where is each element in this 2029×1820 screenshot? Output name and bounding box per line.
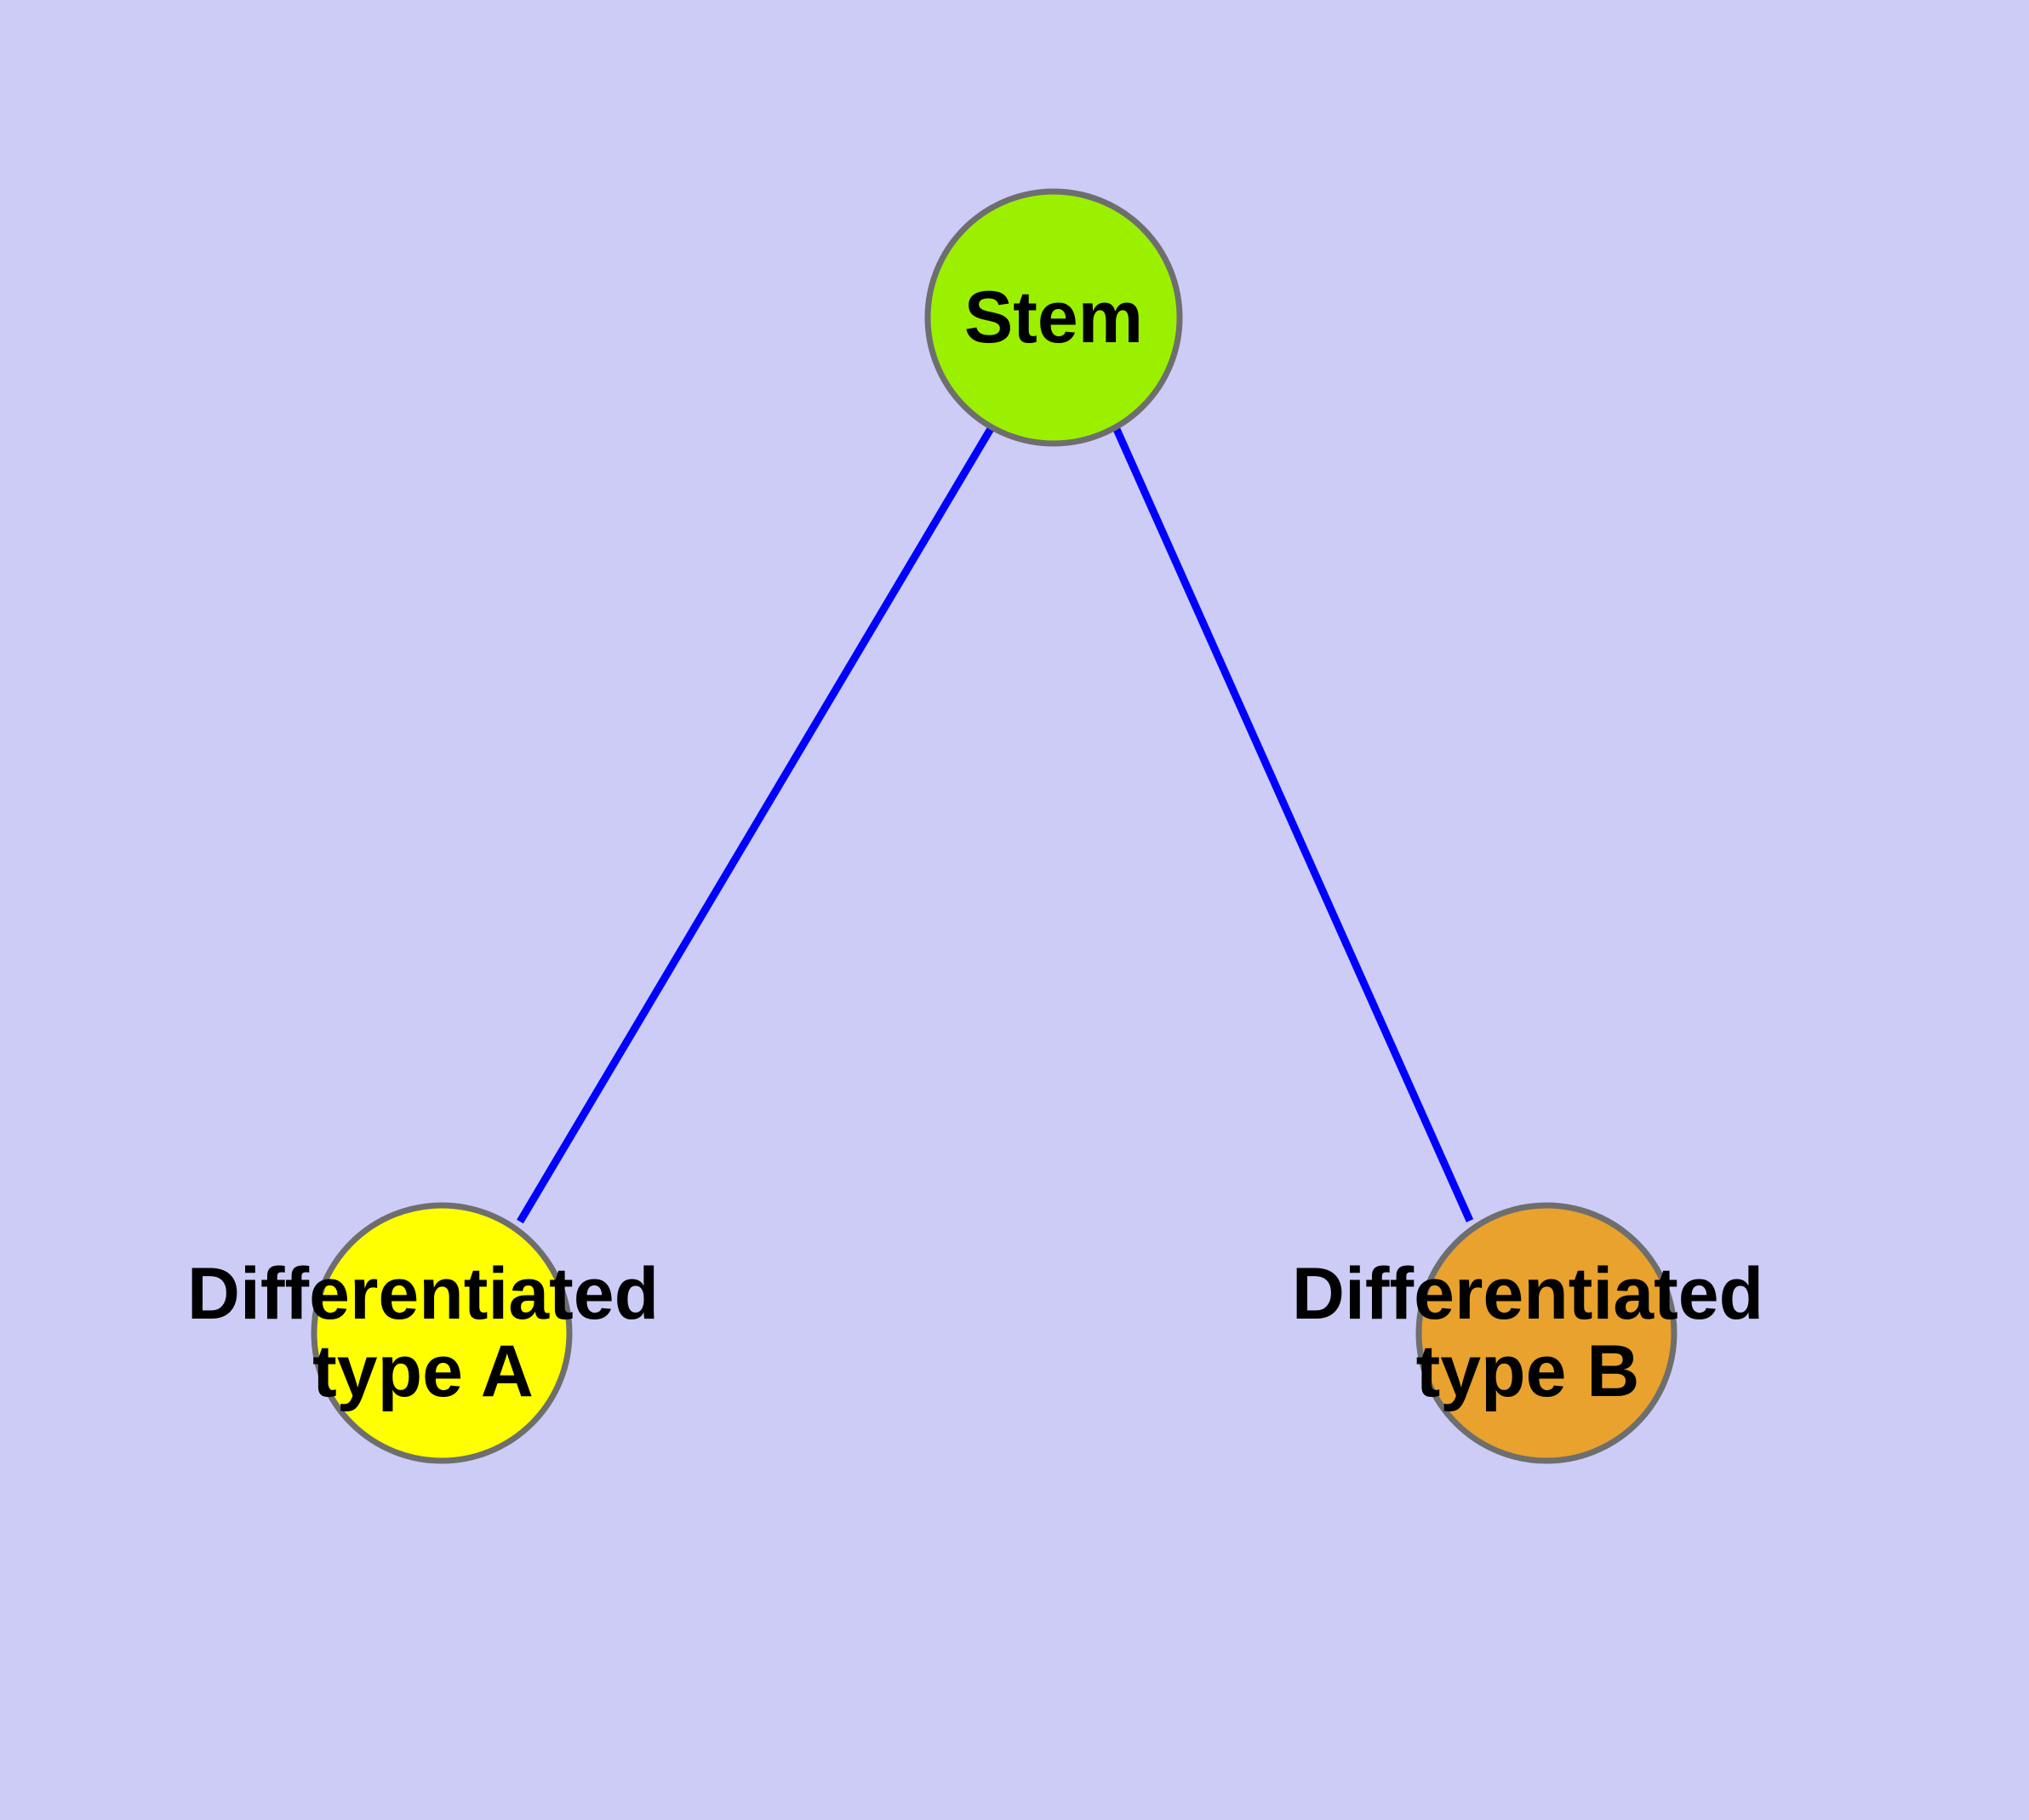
edge-layer: [517, 425, 1474, 1224]
node-circle-stem[interactable]: [924, 188, 1183, 447]
edge-stem-to-diff-a[interactable]: [517, 425, 995, 1224]
edge-stem-to-diff-b[interactable]: [1112, 426, 1474, 1222]
node-layer: [311, 188, 1677, 1464]
node-circle-diff-b[interactable]: [1415, 1202, 1677, 1464]
node-circle-diff-a[interactable]: [311, 1202, 573, 1464]
